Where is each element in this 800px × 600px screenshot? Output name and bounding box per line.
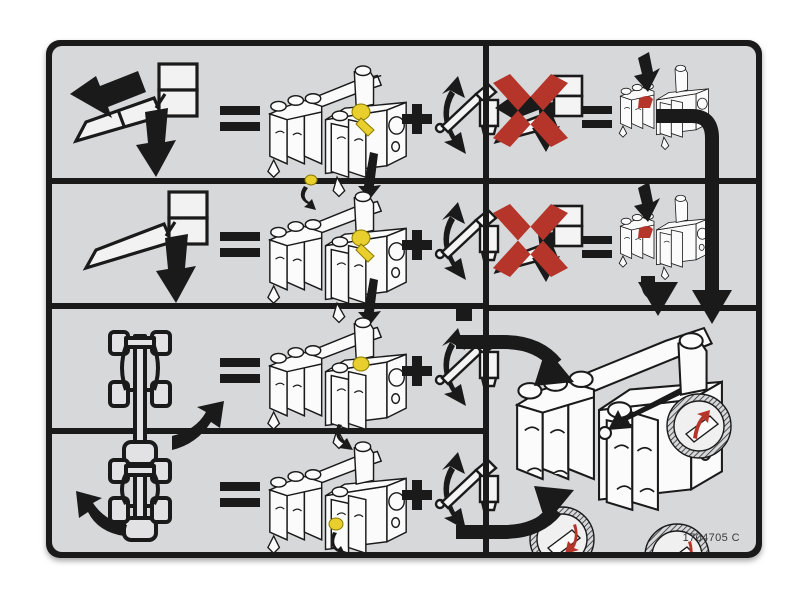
prohibition-cross-icon-1: [493, 74, 568, 147]
equals-sign-row3: [220, 358, 260, 383]
valve-bank-row3: [267, 317, 407, 450]
highlight-yellow-row1: [304, 103, 375, 186]
flow-head-inner-down: [638, 282, 678, 316]
row-4-left-cell: [76, 441, 500, 552]
joystick-double-arrow-row2: [434, 202, 500, 280]
arrow-left-icon-x1: [495, 93, 546, 124]
valve-bank-wrong-1: [618, 64, 709, 151]
valve-bank-row1: [267, 65, 407, 198]
arrow-down-icon-row2: [156, 234, 196, 303]
equals-sign-row1: [220, 106, 260, 131]
detail-panel: [514, 326, 732, 552]
plus-sign-row4: [402, 480, 432, 510]
flow-head-curve-bottom: [534, 486, 574, 524]
plus-sign-row2: [402, 230, 432, 260]
valve-bank-wrong-2: [618, 194, 709, 281]
highlight-yellow-row4: [328, 517, 344, 531]
curve-arrow-left-icon: [76, 491, 127, 536]
row-2-left-cell: [82, 190, 500, 325]
black-wedge-arrow-x2: [634, 182, 660, 222]
flow-arrow-outer: [656, 109, 719, 294]
bank-curve-arrows-row2: [358, 278, 381, 325]
red-arrow-up: [693, 410, 710, 439]
chassis-top-view-steer-right-icon: [108, 330, 172, 466]
row-3-left-cell: [108, 317, 500, 466]
bank-curve-arrows-row3: [336, 424, 353, 450]
plus-sign-row1: [402, 104, 432, 134]
part-number-text: 1704705 C: [682, 532, 740, 544]
equals-sign-x1: [582, 106, 612, 128]
lever-tilt-left-icon: [72, 62, 199, 144]
magnifier-callout-top: [666, 393, 732, 459]
row-1-left-cell: [70, 62, 500, 210]
flow-head-outer-down: [692, 290, 732, 324]
detail-pointer-arrow: [608, 388, 682, 430]
flow-arrow-heads: [534, 282, 732, 524]
plus-sign-row3: [402, 356, 432, 386]
arrow-down-icon: [136, 108, 176, 177]
prohibition-cross-icon-2: [493, 204, 568, 277]
red-arrow-down-left: [565, 524, 579, 552]
flow-head-curve-top: [534, 348, 574, 386]
chassis-top-view-steer-left-icon: [108, 458, 172, 542]
equals-sign-x2: [582, 236, 612, 258]
curve-arrow-right-icon: [172, 401, 224, 450]
decal-face: 1704705 C: [52, 46, 756, 552]
bank-curve-arrows-row4: [330, 532, 344, 552]
arrow-left-icon: [70, 71, 146, 118]
red-highlight-x2: [638, 226, 653, 238]
black-wedge-arrow-x1: [634, 52, 660, 92]
highlight-yellow-row3: [352, 356, 370, 372]
red-arrow-down-bottom: [688, 541, 693, 552]
equals-sign-row4: [220, 482, 260, 507]
highlight-yellow-row2: [351, 229, 375, 263]
prohibition-cell-1: [493, 52, 709, 152]
valve-bank-row2: [267, 191, 407, 324]
instruction-decal-plate: 1704705 C: [46, 40, 762, 558]
lever-tilt-down-icon: [82, 190, 209, 271]
flow-arrow-curve-bottom: [456, 505, 562, 539]
bank-curve-arrows-row1: [300, 152, 381, 210]
red-highlight-x1: [638, 96, 653, 108]
decal-artwork: [52, 46, 756, 552]
magnifier-callout-bottom: [644, 523, 710, 552]
equals-sign-row2: [220, 232, 260, 257]
prohibition-cell-2: [493, 182, 709, 282]
valve-bank-row4: [267, 441, 407, 552]
